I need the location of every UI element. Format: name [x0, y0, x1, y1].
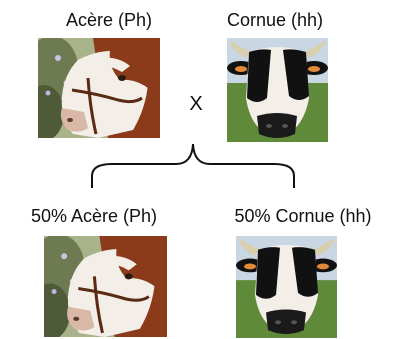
horned-cow-icon	[227, 38, 328, 142]
polled-cow-icon	[44, 236, 167, 337]
polled-cow-photo	[38, 38, 160, 138]
parent-right-label: Cornue (hh)	[226, 10, 324, 30]
offspring-left-label: 50% Acère (Ph)	[30, 206, 158, 226]
horned-cow-icon	[236, 236, 337, 338]
offspring-right-label: 50% Cornue (hh)	[234, 206, 372, 226]
parent-left-label: Acère (Ph)	[65, 10, 153, 30]
cross-sign: X	[189, 93, 203, 115]
polled-cow-icon	[38, 38, 160, 138]
horned-offspring-photo	[236, 236, 337, 338]
offspring-brace	[91, 143, 295, 188]
horned-cow-photo	[227, 38, 328, 142]
polled-offspring-photo	[44, 236, 167, 337]
